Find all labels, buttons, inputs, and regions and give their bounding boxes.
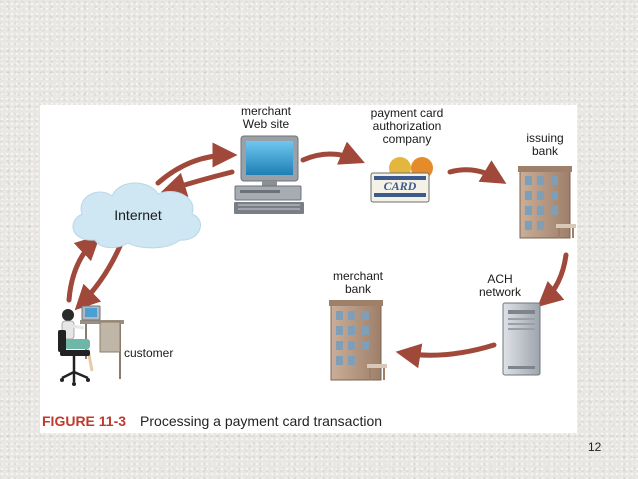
arrow-issuing-bank-to-ach: [537, 252, 569, 308]
building-icon: [518, 166, 576, 239]
figure-number: FIGURE 11-3: [42, 413, 127, 429]
computer-icon: [234, 135, 304, 214]
node-label-issuing-bank: issuing bank: [526, 131, 564, 158]
cloud-icon: [72, 182, 201, 249]
building-icon: [329, 300, 387, 381]
customer-at-desk-icon: [58, 305, 124, 386]
node-label-internet: Internet: [114, 207, 162, 223]
node-label-payment-card-company: payment card authorization company: [370, 106, 444, 146]
card-label: CARD: [384, 179, 417, 193]
node-label-merchant-web-site: merchant Web site: [240, 104, 292, 131]
arrow-internet-to-customer: [74, 243, 123, 311]
arrow-customer-to-internet: [66, 234, 101, 303]
node-label-ach-network: ACH network: [478, 272, 522, 299]
arrow-website-to-internet: [160, 169, 235, 197]
arrow-internet-to-website: [155, 142, 238, 186]
figure-title: Processing a payment card transaction: [140, 413, 383, 429]
page-number: 12: [588, 440, 602, 454]
node-label-merchant-bank: merchant bank: [332, 269, 384, 296]
node-label-customer: customer: [124, 346, 174, 360]
server-icon: [502, 302, 541, 376]
arrow-website-to-card-company: [300, 141, 365, 165]
arrow-card-company-to-issuing-bank: [447, 160, 507, 184]
figure-caption: FIGURE 11-3 Processing a payment card tra…: [42, 413, 382, 429]
arrow-ach-to-merchant-bank: [395, 342, 497, 369]
card-icon: [370, 157, 433, 203]
flow-arrows: [66, 141, 569, 369]
